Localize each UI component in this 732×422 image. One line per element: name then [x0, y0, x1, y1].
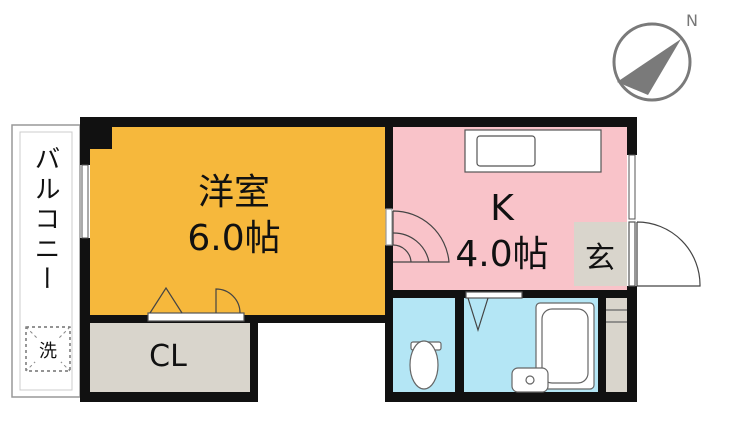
entrance-door-opening	[628, 221, 636, 287]
balcony-label: バルコニー	[30, 145, 60, 295]
compass-north-label: N	[686, 11, 698, 30]
balcony-inner-rail	[19, 131, 73, 391]
washer-outline	[25, 326, 71, 372]
wall-top-left	[80, 117, 393, 127]
doors	[147, 208, 701, 333]
window-right	[628, 154, 636, 220]
door-swing-kitchen-inner	[392, 232, 430, 263]
wall-corner-block	[90, 127, 112, 149]
bathtub-inner	[541, 308, 589, 384]
washer-label-bg	[35, 338, 61, 362]
western-room-size: 6.0帖	[187, 218, 280, 259]
wall-right-upper	[627, 117, 637, 155]
entrance-name: 玄	[585, 241, 615, 276]
wall-room-kitchen-lower	[385, 245, 393, 402]
wash-basin-drain	[525, 375, 535, 385]
door-washroom-track	[465, 291, 523, 299]
wall-top-right	[385, 117, 637, 127]
counter-outline	[464, 129, 602, 173]
closet-floor	[90, 322, 250, 392]
window-left	[81, 164, 89, 239]
north-arrow-icon	[617, 39, 681, 95]
storage-shelves	[606, 309, 627, 323]
wall-right-lower	[627, 286, 637, 402]
kitchen-counter	[464, 129, 602, 173]
wall-room-kitchen-upper	[385, 117, 393, 209]
entrance-door-swing	[636, 221, 701, 287]
door-swing-kitchen	[392, 210, 450, 263]
entrance-floor	[574, 222, 627, 286]
door-swing-kitchen-inner2	[392, 244, 412, 263]
compass: N	[612, 11, 698, 102]
wall-bottom-right	[385, 392, 637, 402]
fixtures	[409, 302, 595, 393]
western-room-name: 洋室	[198, 172, 270, 213]
door-washroom	[467, 297, 489, 333]
windows	[81, 154, 636, 239]
storage-floor	[606, 298, 628, 392]
toilet-bowl	[409, 340, 439, 390]
wall-closet-right	[250, 315, 258, 402]
washer-space: 洗	[25, 326, 71, 372]
kitchen-size: 4.0帖	[455, 234, 548, 275]
wall-bath-storage	[598, 290, 606, 402]
sink-basin	[476, 135, 536, 167]
wall-left-upper	[80, 117, 90, 165]
balcony: バルコニー 洗	[11, 124, 81, 398]
closet-name: CL	[149, 339, 187, 374]
washer-label: 洗	[39, 341, 57, 362]
wall-bottom-left	[80, 392, 258, 402]
wall-wash-bath	[455, 290, 464, 402]
door-closet-track	[147, 312, 245, 322]
western-room-floor	[90, 127, 386, 315]
door-closet-left	[149, 286, 183, 314]
door-opening-room-kitchen	[385, 208, 393, 246]
kitchen-name: K	[490, 188, 515, 229]
door-closet-right	[215, 288, 241, 314]
